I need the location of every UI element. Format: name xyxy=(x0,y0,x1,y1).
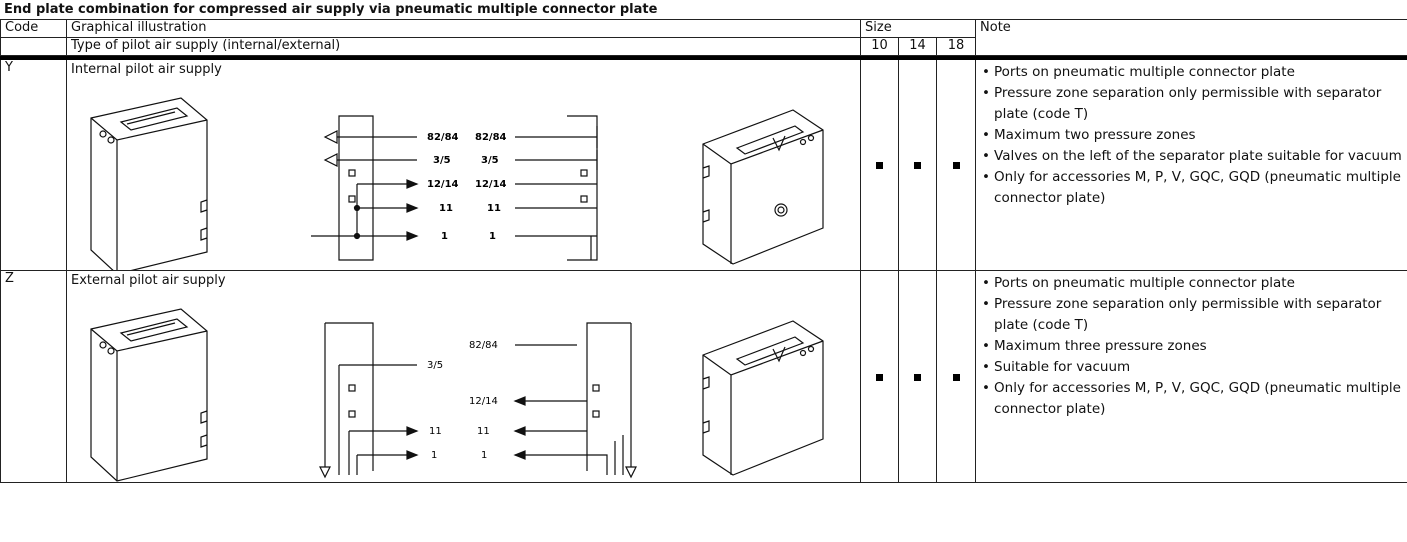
header-note: Note xyxy=(975,19,1407,56)
note-item: Pressure zone separation only permissibl… xyxy=(980,294,1403,336)
header-size: Size xyxy=(859,19,977,38)
table-row: Y Internal pilot air supply xyxy=(0,59,1407,271)
row-code: Z xyxy=(0,270,67,483)
row-illustration: External pilot air supply xyxy=(66,270,861,483)
filled-square-icon xyxy=(952,162,960,169)
filled-square-icon xyxy=(914,162,921,169)
notes-list: Ports on pneumatic multiple connector pl… xyxy=(980,271,1403,420)
size-10-mark xyxy=(860,270,899,483)
note-item: Only for accessories M, P, V, GQC, GQD (… xyxy=(980,378,1403,420)
note-item: Pressure zone separation only permissibl… xyxy=(980,83,1403,125)
note-item: Ports on pneumatic multiple connector pl… xyxy=(980,62,1403,83)
note-item: Ports on pneumatic multiple connector pl… xyxy=(980,273,1403,294)
end-plate-table: Code Graphical illustration Size Note Ty… xyxy=(0,19,1407,483)
internal-pilot-diagram xyxy=(90,97,824,270)
size-14-mark xyxy=(898,270,937,483)
header-code-blank xyxy=(0,37,67,56)
header-code: Code xyxy=(0,19,67,38)
row-label: Internal pilot air supply xyxy=(71,62,222,77)
table-title: End plate combination for compressed air… xyxy=(4,2,658,17)
filled-square-icon xyxy=(914,373,921,381)
row-illustration: Internal pilot air supply xyxy=(66,59,861,271)
header-size-18: 18 xyxy=(935,37,977,56)
filled-square-icon xyxy=(876,373,883,381)
row-notes: Ports on pneumatic multiple connector pl… xyxy=(975,59,1407,271)
row-notes: Ports on pneumatic multiple connector pl… xyxy=(975,270,1407,483)
row-label: External pilot air supply xyxy=(71,273,226,288)
size-18-mark xyxy=(935,270,977,483)
size-10-mark xyxy=(860,59,899,271)
size-14-mark xyxy=(898,59,937,271)
header-illustration: Graphical illustration xyxy=(66,19,861,38)
filled-square-icon xyxy=(952,373,960,381)
header-size-14: 14 xyxy=(898,37,937,56)
external-pilot-diagram xyxy=(90,308,824,482)
note-item: Only for accessories M, P, V, GQC, GQD (… xyxy=(980,167,1403,209)
note-item: Maximum two pressure zones xyxy=(980,125,1403,146)
table-row: Z External pilot air supply xyxy=(0,270,1407,483)
header-size-10: 10 xyxy=(860,37,899,56)
note-item: Valves on the left of the separator plat… xyxy=(980,146,1403,167)
filled-square-icon xyxy=(876,162,883,169)
note-item: Maximum three pressure zones xyxy=(980,336,1403,357)
header-pilot-type: Type of pilot air supply (internal/exter… xyxy=(66,37,861,56)
note-item: Suitable for vacuum xyxy=(980,357,1403,378)
size-18-mark xyxy=(935,59,977,271)
row-code: Y xyxy=(0,59,67,271)
notes-list: Ports on pneumatic multiple connector pl… xyxy=(980,60,1403,209)
